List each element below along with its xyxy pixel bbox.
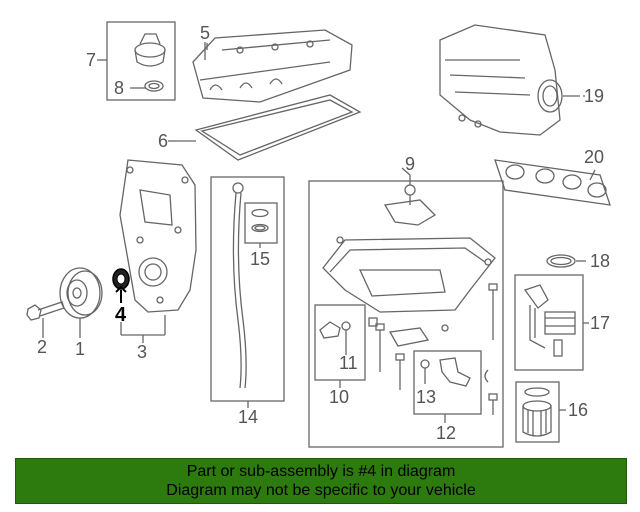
callout-4: 4 [115,304,127,326]
group-box-16 [515,381,560,443]
callout-5: 5 [200,23,211,43]
callout-15: 15 [250,249,271,269]
oil-pan-plug-part-11 [319,321,351,355]
callout-8: 8 [114,78,125,98]
oil-filler-cap-part-7 [97,33,166,67]
callout-12: 12 [436,423,457,443]
group-box-12-13 [413,350,482,415]
pulley-bolt-part-2 [26,301,65,338]
callout-3: 3 [137,342,148,362]
crank-seal-part-4 [112,268,130,303]
callout-2: 2 [37,337,48,357]
banner-line-part-number: Part or sub-assembly is #4 in diagram [186,463,456,480]
valve-cover-part-5 [192,29,353,103]
valve-cover-gasket-part-6 [176,94,362,161]
seal-part-18 [546,254,586,268]
callout-16: 16 [568,400,589,420]
oil-filter-part-16 [522,387,566,437]
oil-pan-bolts [368,283,498,415]
oil-cooler-part-17 [523,284,589,357]
dipstick-seals-part-15 [251,208,269,233]
intake-manifold-part-19 [439,24,580,136]
callout-9: 9 [405,154,416,174]
callout-13: 13 [416,387,437,407]
callout-14: 14 [238,407,259,427]
intake-gasket-part-20 [494,159,611,206]
banner-line-disclaimer: Diagram may not be specific to your vehi… [166,482,476,499]
callout-19: 19 [584,86,605,106]
group-box-7-8 [106,21,176,101]
oil-pan-part-9 [322,175,496,313]
oil-level-sensor-part-13 [420,357,471,387]
callout-17: 17 [590,313,611,333]
group-box-9-12 [308,180,504,448]
callout-7: 7 [86,50,97,70]
callout-20: 20 [584,147,605,167]
callout-11: 11 [339,353,358,373]
info-banner: Part or sub-assembly is #4 in diagram Di… [15,458,627,504]
callout-18: 18 [590,251,611,271]
callout-1: 1 [75,339,86,359]
group-box-15 [244,202,278,244]
callout-10: 10 [329,387,350,407]
group-box-14 [210,176,285,402]
dipstick-part-14 [232,182,249,408]
callout-6: 6 [158,131,169,151]
timing-cover-part-3 [119,159,197,343]
cap-seal-part-8 [144,80,164,92]
crank-pulley-part-1 [59,267,103,338]
engine-parts-diagram [26,21,611,448]
